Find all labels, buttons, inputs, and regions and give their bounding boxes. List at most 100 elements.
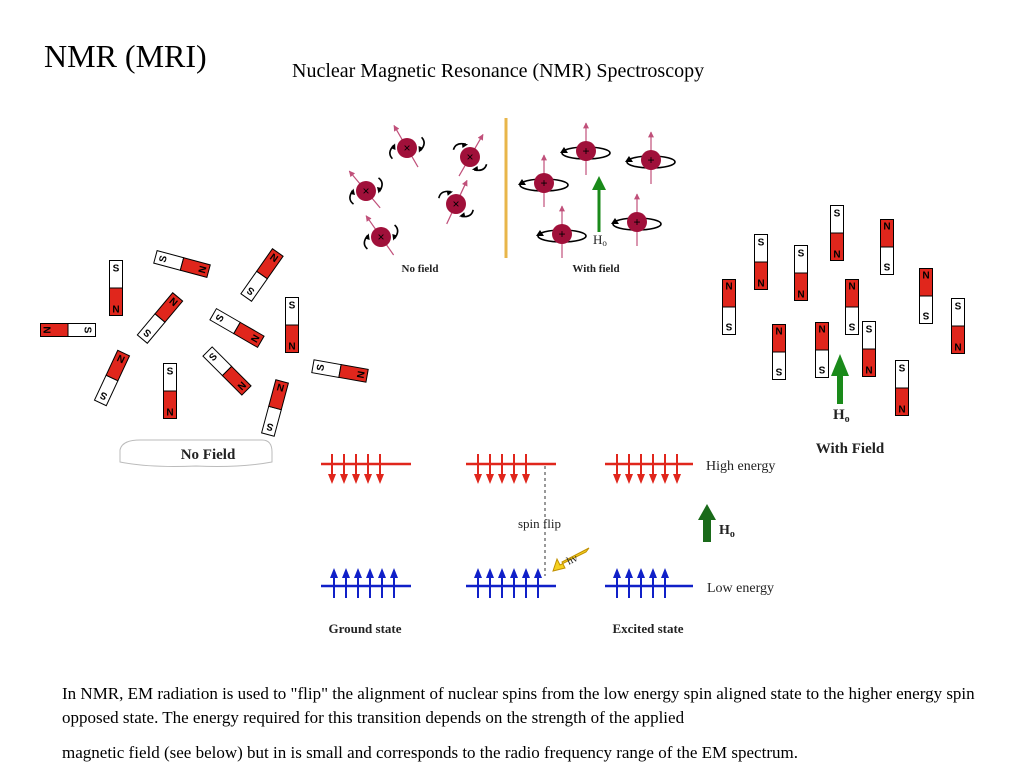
spin-arrow xyxy=(486,568,494,598)
spin-arrow xyxy=(378,568,386,598)
pole-north: N xyxy=(757,279,764,290)
spin-arrow xyxy=(673,454,681,484)
spin-arrow xyxy=(613,454,621,484)
spin-arrow xyxy=(376,454,384,484)
spin-no-field-label: No field xyxy=(402,263,439,275)
magnet-with-field-3: SN xyxy=(830,205,844,261)
pole-north: N xyxy=(356,370,368,379)
spin-arrow xyxy=(625,568,633,598)
spin-no-field-1: × xyxy=(452,133,488,177)
ground-state-label: Ground state xyxy=(328,621,401,636)
spin-arrow xyxy=(474,454,482,484)
pole-south: S xyxy=(315,363,327,372)
magnet-no-field-11: SN xyxy=(311,359,369,383)
spin-symbol: + xyxy=(633,215,640,229)
spin-arrow xyxy=(366,568,374,598)
spin-arrow xyxy=(625,454,633,484)
magnet-with-field-9: SN xyxy=(815,322,829,378)
pole-north: N xyxy=(898,405,905,416)
pole-south: S xyxy=(899,364,906,375)
magnet-with-field-11: SN xyxy=(895,360,909,416)
pole-south: S xyxy=(848,321,855,332)
pole-north: N xyxy=(865,366,872,377)
excited-state-label: Excited state xyxy=(612,621,683,636)
spin-arrow xyxy=(649,568,657,598)
magnet-with-field-2: SN xyxy=(794,245,808,301)
spin-arrow xyxy=(474,568,482,598)
pole-north: N xyxy=(922,269,929,280)
energy-field-label: Ho xyxy=(719,523,735,540)
spin-symbol: × xyxy=(452,197,459,211)
spin-with-field-3: + xyxy=(611,193,662,246)
spin-no-field-0: × xyxy=(389,124,425,168)
pole-south: S xyxy=(775,366,782,377)
spin-arrow xyxy=(340,454,348,484)
spin-with-field-4: + xyxy=(536,205,587,258)
magnet-with-field-0: SN xyxy=(754,234,768,290)
spin-arrow xyxy=(498,454,506,484)
spin-symbol: × xyxy=(403,141,410,155)
spin-arrow xyxy=(510,568,518,598)
pole-south: S xyxy=(725,321,732,332)
caption: In NMR, EM radiation is used to "flip" t… xyxy=(62,682,992,765)
high-energy-label: High energy xyxy=(706,459,775,474)
spin-symbol: + xyxy=(540,176,547,190)
pole-north: N xyxy=(166,408,173,419)
pole-south: S xyxy=(834,209,841,220)
spin-symbol: × xyxy=(362,184,369,198)
pole-north: N xyxy=(883,220,890,231)
magnet-no-field-label: No Field xyxy=(181,447,236,463)
pole-south: S xyxy=(82,327,93,334)
pole-north: N xyxy=(112,305,119,316)
spin-figure: ××××× +++++ Ho No field With field xyxy=(348,118,676,275)
caption-line-2: magnetic field (see below) but in is sma… xyxy=(62,743,798,762)
spin-arrow xyxy=(637,454,645,484)
pole-north: N xyxy=(775,325,782,336)
pole-south: S xyxy=(265,420,275,432)
pole-south: S xyxy=(167,367,174,378)
spin-with-field-0: + xyxy=(560,122,611,175)
spin-symbol: + xyxy=(558,227,565,241)
pole-south: S xyxy=(113,264,120,275)
pole-south: S xyxy=(866,325,873,336)
magnet-no-field-2: SN xyxy=(153,249,211,279)
energy-field-arrow xyxy=(698,504,716,542)
pole-north: N xyxy=(41,326,52,333)
spin-arrow xyxy=(661,568,669,598)
pole-south: S xyxy=(883,261,890,272)
magnet-no-field-1: SN xyxy=(40,323,96,337)
photon-arrow: hν xyxy=(552,547,590,572)
magnet-no-field-6: SN xyxy=(285,297,299,353)
spin-arrow xyxy=(534,568,542,598)
magnet-with-field-8: SN xyxy=(772,324,786,380)
spin-arrow xyxy=(330,568,338,598)
energy-diagram xyxy=(321,454,693,598)
spin-arrow xyxy=(498,568,506,598)
pole-south: S xyxy=(922,310,929,321)
high-arrows-excited xyxy=(613,454,681,484)
spin-arrow xyxy=(522,568,530,598)
spin-arrow xyxy=(328,454,336,484)
pole-south: S xyxy=(758,238,765,249)
magnet-with-field-label: With Field xyxy=(816,441,885,457)
photon-label: hν xyxy=(565,552,580,567)
pole-south: S xyxy=(157,254,169,264)
spin-arrow xyxy=(661,454,669,484)
pole-north: N xyxy=(818,323,825,334)
magnet-no-field-3: SN xyxy=(240,248,284,302)
pole-north: N xyxy=(954,343,961,354)
magnet-field-arrow xyxy=(831,354,849,404)
spins-with-field: +++++ xyxy=(518,122,676,258)
high-arrows-flip xyxy=(474,454,530,484)
spin-no-field-3: × xyxy=(438,179,474,225)
pole-north: N xyxy=(848,280,855,291)
spins-no-field: × × × × × xyxy=(348,124,488,256)
spin-arrow xyxy=(522,454,530,484)
spin-no-field-4: × xyxy=(363,215,399,256)
magnet-no-field-7: SN xyxy=(93,349,131,407)
spin-arrow xyxy=(352,454,360,484)
spin-arrow xyxy=(649,454,657,484)
no-field-plate: No Field xyxy=(119,439,273,467)
spin-no-field-2: × xyxy=(348,170,383,209)
